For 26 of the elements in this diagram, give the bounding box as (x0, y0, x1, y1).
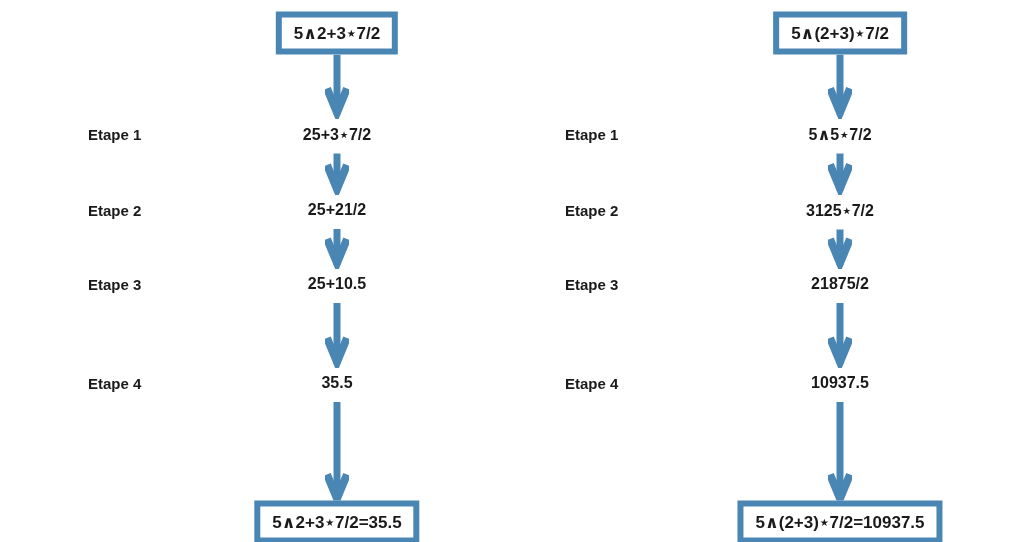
expression-box: 5∧2+3⋆7/2 (275, 11, 399, 55)
step-label: Etape 2 (565, 201, 619, 219)
expression-box: 5∧(2+3)⋆7/2=10937.5 (737, 500, 943, 542)
step-label: Etape 2 (88, 201, 142, 219)
expression-text: 10937.5 (807, 364, 873, 402)
expression-box: 5∧(2+3)⋆7/2 (773, 11, 907, 55)
step-label: Etape 4 (88, 374, 142, 392)
arrow (826, 153, 854, 193)
step-label: Etape 3 (88, 275, 142, 293)
expression-text: 3125⋆7/2 (802, 190, 878, 230)
expression-text: 35.5 (317, 364, 357, 402)
step-label: Etape 1 (88, 125, 142, 143)
expression-text: 25+21/2 (303, 191, 371, 229)
arrow (323, 229, 351, 267)
expression-text: 5∧5⋆7/2 (804, 114, 876, 154)
expression-text: 25+3⋆7/2 (298, 114, 376, 154)
arrow (323, 54, 351, 117)
expression-text: 21875/2 (807, 265, 873, 303)
step-label: Etape 1 (565, 125, 619, 143)
arrow (323, 153, 351, 193)
expression-text: 25+10.5 (303, 265, 371, 303)
arrow (826, 229, 854, 267)
expression-box: 5∧2+3⋆7/2=35.5 (254, 500, 420, 542)
step-label: Etape 3 (565, 275, 619, 293)
arrow (826, 54, 854, 117)
step-label: Etape 4 (565, 374, 619, 392)
